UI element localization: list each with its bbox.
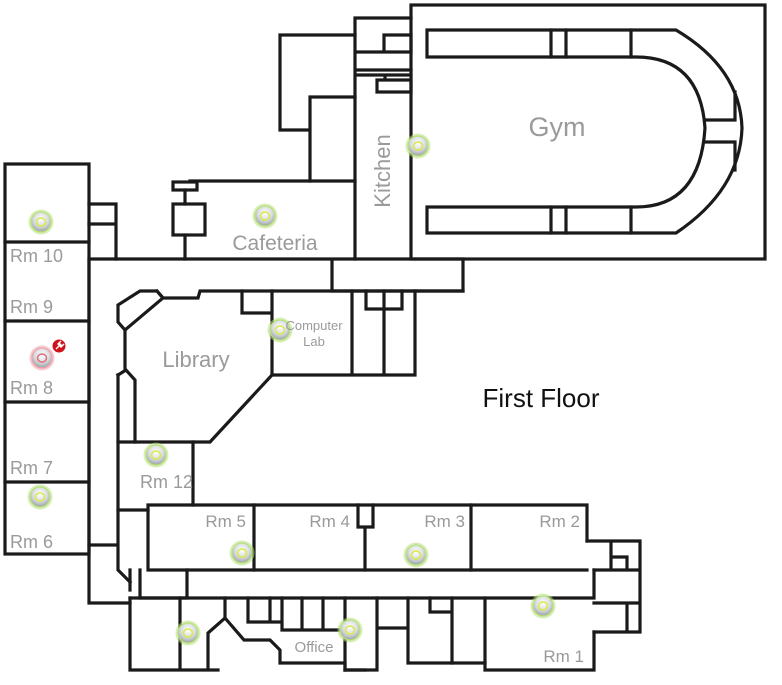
annex-walls [278,33,357,183]
access-point-kitchen[interactable] [405,133,431,159]
room-label-rm8: Rm 8 [10,378,53,398]
access-point-icon [405,544,427,566]
access-point-rm12[interactable] [143,442,169,468]
status-led-icon [259,211,271,221]
disconnected-plug-icon [52,339,66,353]
access-point-hall-west[interactable] [175,620,201,646]
access-point-rm10[interactable] [28,209,54,235]
west-corridor-wall [87,257,132,605]
status-led-icon [236,548,248,558]
gym-outline [409,3,767,261]
room-labels: Gym Kitchen Cafeteria Library Computer L… [10,112,586,666]
status-led-icon [150,450,162,460]
access-point-office[interactable] [337,617,363,643]
computer-lab-walls [270,289,417,377]
west-wing-closet [87,202,118,261]
room-label-rm7: Rm 7 [10,458,53,478]
status-led-icon [274,325,286,335]
access-point-rm1[interactable] [530,593,556,619]
room-label-rm1: Rm 1 [543,647,584,666]
room-label-rm5: Rm 5 [205,512,246,531]
access-point-cafeteria[interactable] [252,203,278,229]
access-point-icon [339,619,361,641]
room-label-computer-lab-1: Computer [285,318,343,333]
room-label-rm4: Rm 4 [309,512,350,531]
room-label-library: Library [162,347,229,372]
access-point-icon [532,595,554,617]
access-point-rm5[interactable] [229,540,255,566]
status-led-offline-icon [36,353,48,363]
status-led-icon [35,217,47,227]
kitchen-walls [353,16,413,261]
west-hall-wall [116,373,133,585]
access-point-icon [231,542,253,564]
room-label-cafeteria: Cafeteria [232,232,318,255]
access-point-icon [30,211,52,233]
status-led-icon [182,628,194,638]
corridor-walls [128,568,189,600]
corridor-south-wall [128,568,596,600]
access-point-icon [269,319,291,341]
room-label-rm9: Rm 9 [10,297,53,317]
room-label-kitchen: Kitchen [370,134,395,207]
library-north-wall [154,288,465,300]
rm1-walls [428,596,487,665]
east-stair-block [585,539,642,634]
room-divider [356,503,375,572]
room-label-gym: Gym [529,112,586,142]
access-point-icon [177,622,199,644]
room-label-rm10: Rm 10 [10,246,63,266]
south-block-east-walls [343,596,596,672]
room-label-rm6: Rm 6 [10,532,53,552]
classroom-south-wall [146,508,589,572]
status-led-icon [537,601,549,611]
access-point-icon [145,444,167,466]
access-point-icon [31,347,53,369]
access-point-icon [254,205,276,227]
access-points [27,133,556,646]
access-point-icon [29,486,51,508]
room-label-rm3: Rm 3 [424,512,465,531]
library-west-wall [115,328,137,444]
floor-title: First Floor [483,383,600,413]
status-led-icon [412,141,424,151]
status-led-icon [344,625,356,635]
cafeteria-fixture [171,202,207,237]
office-cubicles [246,596,347,672]
room-label-rm12: Rm 12 [140,472,193,492]
access-point-icon [407,135,429,157]
room-label-computer-lab-2: Lab [303,334,325,349]
walls [3,3,767,672]
room-label-office: Office [295,639,334,656]
access-point-rm3[interactable] [403,542,429,568]
access-point-rm8[interactable] [29,339,66,371]
status-led-icon [410,550,422,560]
classroom-north-wall [116,503,589,543]
library-corner [116,289,166,333]
status-led-icon [34,492,46,502]
gym-track-exit [704,90,737,172]
room-label-rm2: Rm 2 [539,512,580,531]
access-point-computer-lab[interactable] [267,317,293,343]
access-point-rm6[interactable] [27,484,53,510]
